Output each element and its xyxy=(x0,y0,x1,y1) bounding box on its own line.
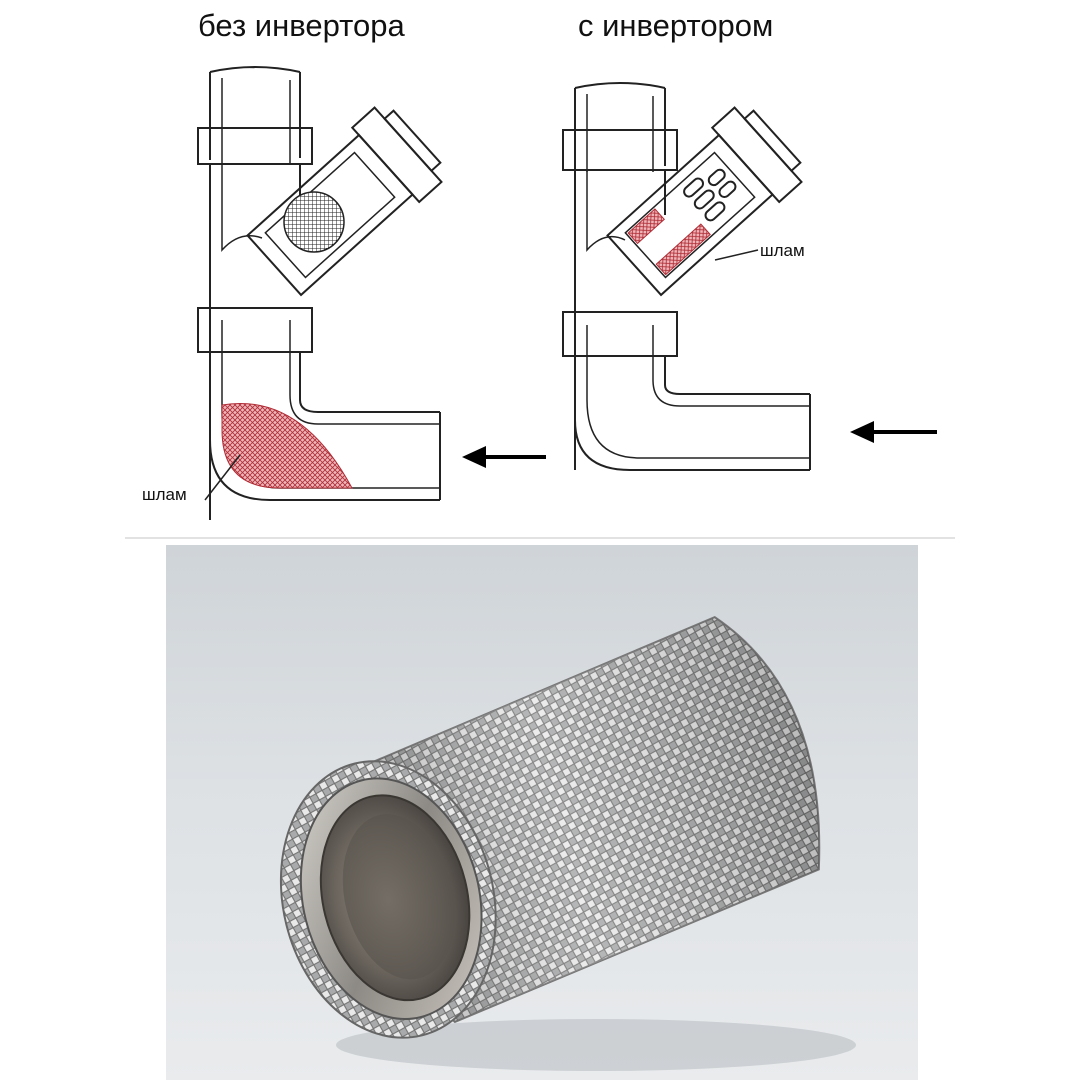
upper-coupling xyxy=(197,127,313,165)
elbow-outer xyxy=(209,352,440,501)
sludge-label-left: шлам xyxy=(142,485,187,504)
filter-housing xyxy=(606,133,774,297)
elbow-inner xyxy=(299,352,440,413)
sludge-deposit-left xyxy=(221,403,353,489)
filter-insert-photo xyxy=(166,545,918,1080)
pipe-diagrams: шлам xyxy=(142,66,937,520)
flow-arrow-right xyxy=(850,421,937,443)
title-with-inverter: с инвертором xyxy=(578,8,774,43)
filter-cap xyxy=(710,106,803,204)
top-pipe xyxy=(209,72,301,160)
mesh-cylinder xyxy=(279,615,821,1039)
diagram-with-inverter xyxy=(562,82,811,471)
diagram-without-inverter xyxy=(197,66,443,520)
flow-arrow-left xyxy=(462,446,546,468)
elbow-inner xyxy=(664,356,810,395)
filter-cap xyxy=(350,106,443,204)
elbow-outer xyxy=(574,356,810,471)
title-without-inverter: без инвертора xyxy=(198,8,405,43)
upper-coupling xyxy=(562,129,678,171)
top-pipe-cut xyxy=(209,66,301,73)
lower-coupling xyxy=(562,311,678,357)
separator-line xyxy=(125,537,955,539)
sludge-label-right: шлам xyxy=(760,241,805,260)
strainer-mesh xyxy=(283,191,345,253)
lower-coupling xyxy=(197,307,313,353)
